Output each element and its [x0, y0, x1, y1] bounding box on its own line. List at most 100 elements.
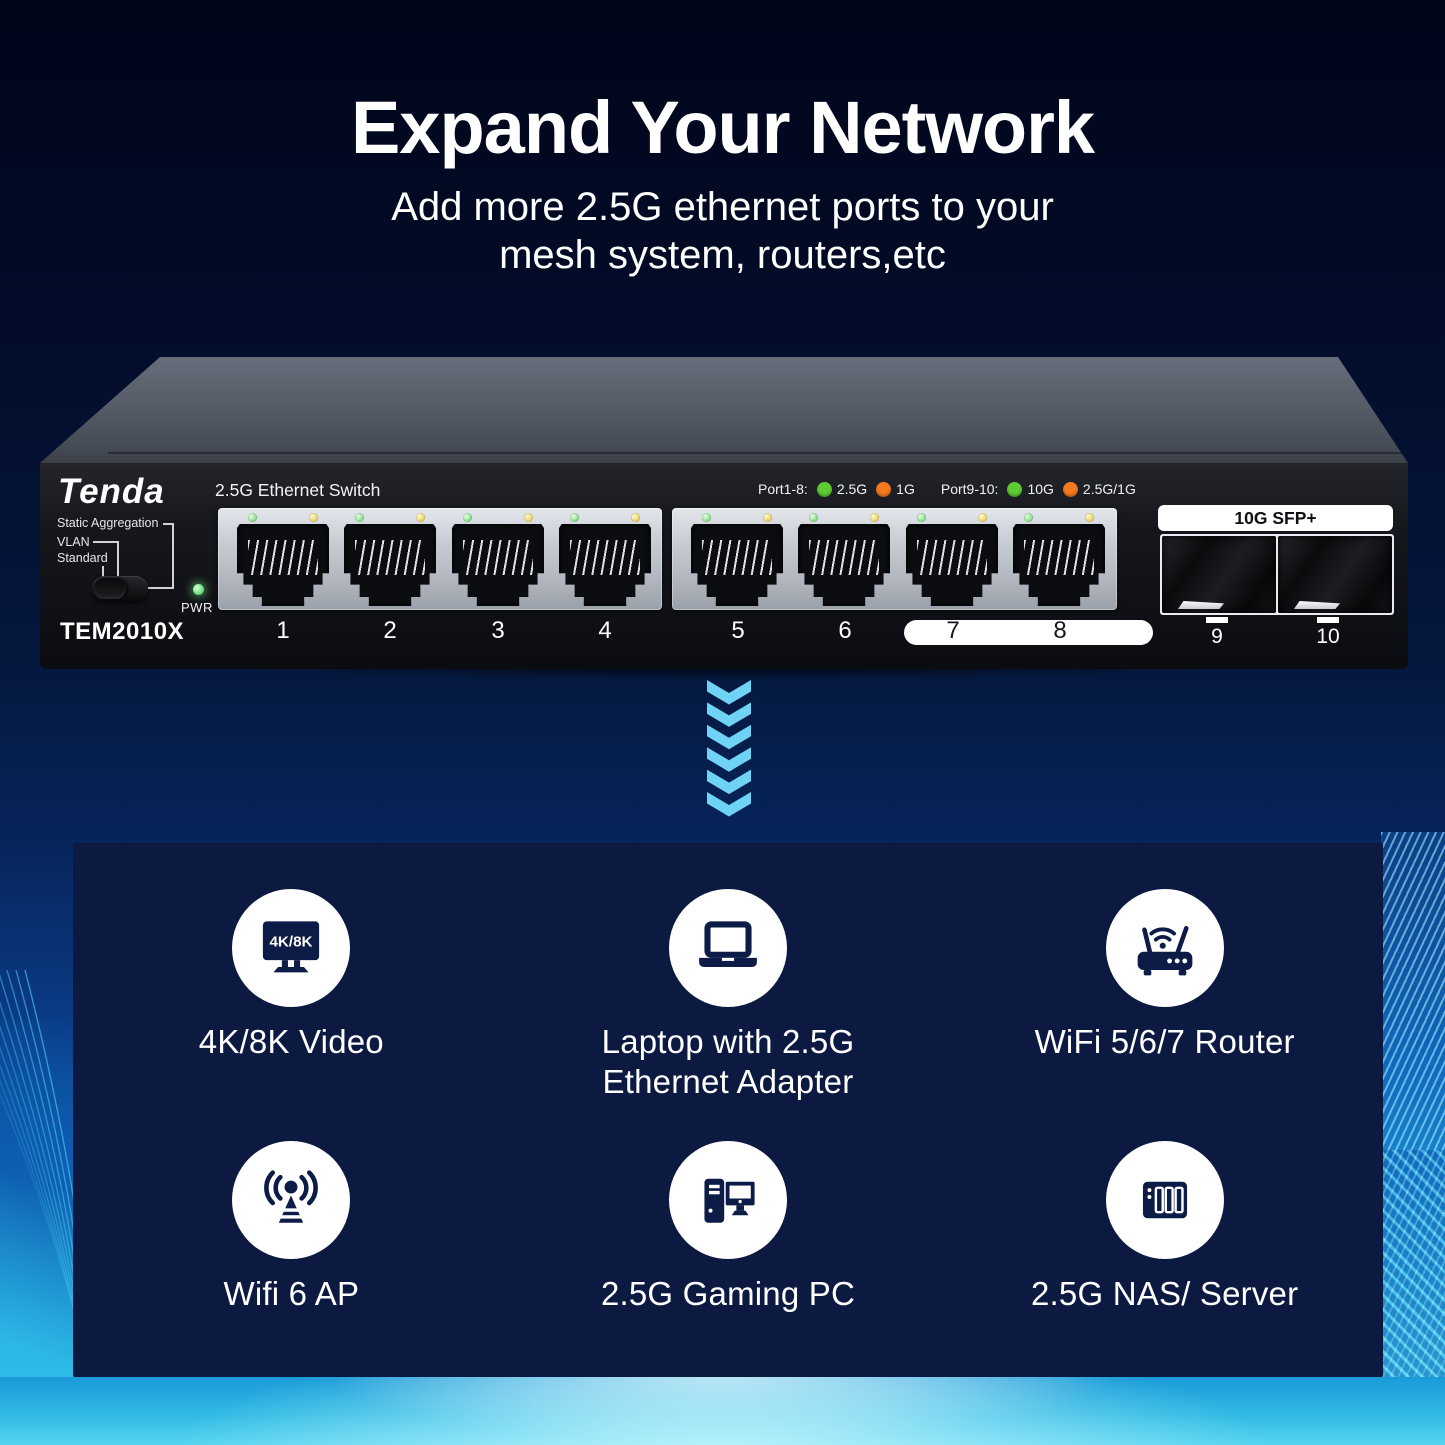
chevron-down-icon: [707, 680, 751, 705]
port-led-yellow-icon: [631, 513, 640, 522]
feature-card: 2.5G NAS/ Server: [1031, 1141, 1298, 1393]
feature-label: Wifi 6 AP: [223, 1275, 360, 1312]
port-number-3: 3: [491, 617, 505, 644]
port-led-green-icon: [809, 513, 818, 522]
port-led-green-icon: [570, 513, 579, 522]
sfp-latch-icon: [1294, 601, 1340, 609]
feature-card: WiFi 5/6/7 Router: [1035, 889, 1295, 1141]
port-number-4: 4: [598, 617, 612, 644]
port-group-1: [218, 508, 662, 610]
rj45-port[interactable]: [794, 508, 894, 610]
port-number-8: 8: [1053, 617, 1067, 644]
rj45-port[interactable]: [448, 508, 548, 610]
legend-group-label: Port1-8:: [758, 481, 808, 497]
page-subtitle: Add more 2.5G ethernet ports to your mes…: [0, 183, 1445, 279]
sfp-port-cage-10: [1278, 536, 1392, 613]
rj45-pins-icon: [570, 540, 640, 575]
rj45-port[interactable]: [555, 508, 655, 610]
legend-dot-icon: [1062, 481, 1078, 497]
feature-icon-circle: [668, 889, 787, 1007]
ports-7-8-highlight: [904, 620, 1153, 645]
sfp-latch-icon: [1178, 601, 1224, 609]
mode-label-standard: Standard: [57, 551, 108, 565]
port-led-green-icon: [1024, 513, 1033, 522]
rj45-pins-icon: [917, 540, 987, 575]
port-number-7: 7: [946, 617, 960, 644]
mode-line: [102, 566, 104, 579]
rj45-pins-icon: [463, 540, 533, 575]
page-title: Expand Your Network: [350, 86, 1095, 169]
port-group-2: [672, 508, 1117, 610]
feature-icon-circle: 4K/8K: [232, 889, 351, 1007]
chevron-down-icon: [707, 792, 751, 817]
mode-line: [117, 541, 119, 579]
model-number: TEM2010X: [60, 618, 185, 645]
legend-dot-icon: [816, 481, 832, 497]
port-led-green-icon: [917, 513, 926, 522]
sfp-port-number-9: 9: [1211, 625, 1223, 648]
power-led-icon: [193, 584, 204, 595]
chevron-down-icon: [707, 702, 751, 727]
legend-item-label: 2.5G: [836, 481, 868, 497]
sfp-port-indicator: [1206, 617, 1228, 623]
sfp-port-number-10: 10: [1316, 625, 1340, 648]
port-led-yellow-icon: [870, 513, 879, 522]
subtitle-line-1: Add more 2.5G ethernet ports to your: [391, 185, 1054, 229]
gaming-pc-icon: [704, 1178, 755, 1223]
mode-line: [93, 541, 119, 543]
switch-shadow: [70, 666, 1380, 694]
port-led-green-icon: [248, 513, 257, 522]
sfp-port-cage-9: [1162, 536, 1276, 613]
sfp-port-indicator: [1317, 617, 1339, 623]
rj45-port[interactable]: [233, 508, 333, 610]
laptop-icon: [699, 921, 757, 967]
port-number-2: 2: [383, 617, 397, 644]
mode-slider-switch[interactable]: [92, 576, 148, 601]
sfp-cages: [1160, 534, 1394, 615]
port-led-yellow-icon: [416, 513, 425, 522]
rj45-port[interactable]: [1009, 508, 1109, 610]
port-number-6: 6: [838, 617, 852, 644]
wifi-ap-icon: [264, 1170, 319, 1223]
rj45-pins-icon: [355, 540, 425, 575]
brand-logo: Tenda: [58, 472, 165, 511]
sfp-section-label: 10G SFP+: [1158, 505, 1393, 531]
rj45-port[interactable]: [340, 508, 440, 610]
port-led-yellow-icon: [978, 513, 987, 522]
legend-dot-icon: [1007, 481, 1023, 497]
feature-card: 2.5G Gaming PC: [601, 1141, 855, 1393]
switch-front-panel: Tenda 2.5G Ethernet Switch Static Aggreg…: [40, 463, 1408, 669]
mode-label-static-aggregation: Static Aggregation: [57, 516, 159, 530]
mode-line: [172, 523, 174, 589]
down-arrow-chevrons: [707, 680, 751, 823]
rj45-port[interactable]: [687, 508, 787, 610]
mode-line: [163, 523, 174, 525]
mode-label-vlan: VLAN: [57, 535, 90, 549]
down-arrow-icon: [707, 680, 751, 817]
subtitle-line-2: mesh system, routers,etc: [499, 233, 946, 277]
feature-label: 2.5G NAS/ Server: [1031, 1275, 1299, 1312]
rj45-pins-icon: [248, 540, 318, 575]
legend-item-label: 10G: [1027, 481, 1054, 497]
mode-slider-knob[interactable]: [94, 578, 126, 599]
port-number-5: 5: [731, 617, 745, 644]
port-led-yellow-icon: [524, 513, 533, 522]
rj45-port[interactable]: [902, 508, 1002, 610]
feature-label: WiFi 5/6/7 Router: [1034, 1023, 1295, 1060]
port-led-yellow-icon: [1085, 513, 1094, 522]
svg-text:4K/8K: 4K/8K: [270, 933, 313, 950]
port-led-yellow-icon: [763, 513, 772, 522]
feature-card: 4K/8K 4K/8K Video: [199, 889, 384, 1141]
feature-label: 4K/8K Video: [198, 1023, 384, 1060]
power-label: PWR: [181, 600, 213, 615]
chevron-down-icon: [707, 724, 751, 750]
rj45-pins-icon: [702, 540, 772, 575]
wifi-router-icon: [1137, 925, 1193, 976]
